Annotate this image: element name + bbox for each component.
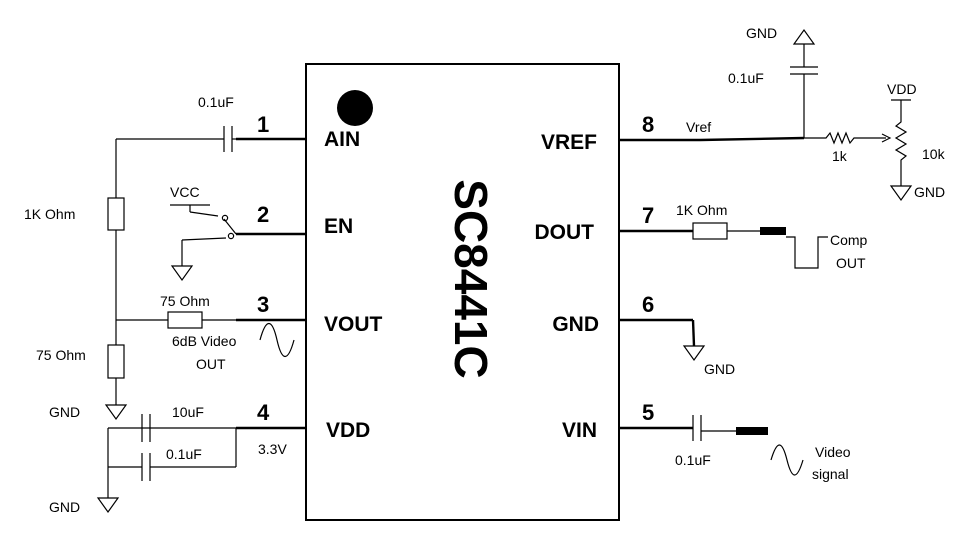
comp-out-label-line2: OUT [836,255,866,271]
pin1-number: 1 [257,112,269,137]
ground-icon [170,265,194,282]
potentiometer-10k [894,100,908,186]
pin8-name: VREF [541,131,597,154]
pin7-number: 7 [642,203,654,228]
resistor-75-shunt [107,344,125,379]
switch-gnd-throw [181,237,227,241]
sine-wave-icon [259,322,295,358]
cap-10u-label: 10uF [172,404,204,420]
pin4-name: VDD [326,419,370,442]
ground-icon [682,345,706,362]
pin6-ground-wire [691,319,696,347]
vin-coupling-capacitor [692,415,702,441]
cap-01u-vdd-label: 0.1uF [166,446,202,462]
ground-icon [792,28,816,45]
r-75-shunt-label: 75 Ohm [36,347,86,363]
ain-cap-label: 0.1uF [198,94,234,110]
wiper-arrow-icon [881,133,892,143]
r-75-series-label: 75 Ohm [160,293,210,309]
capacitor-0.1uf-vdd [141,453,151,481]
resistor-1k-vref [804,131,886,145]
video-out-label-line2: OUT [196,356,226,372]
pin6-name: GND [552,313,599,336]
vref-net-wire [699,136,805,142]
ground-icon [104,404,128,421]
pin5-number: 5 [642,400,654,425]
comp-out-label-line1: Comp [830,232,868,248]
ground-icon [889,185,913,202]
ground-icon [96,497,120,514]
vref-net-label: Vref [686,119,711,135]
dout-terminal [760,227,786,235]
r-1k-dout-label: 1K Ohm [676,202,727,218]
pin2-name: EN [324,215,353,238]
pot-10k-label: 10k [922,146,946,162]
pin2-number: 2 [257,202,269,227]
video-signal-label-line1: Video [815,444,851,460]
vdd-supply-label: 3.3V [258,441,287,457]
video-signal-label-line2: signal [812,466,849,482]
vcc-throw-contact [189,211,219,217]
gnd-top-right-label: GND [746,25,777,41]
gnd-left-mid-label: GND [49,404,80,420]
vcc-label: VCC [170,184,200,200]
ic-body [305,63,620,521]
resistor-1k-left [107,197,125,231]
resistor-75-series [167,311,203,329]
switch-arm [223,218,237,235]
video-out-label-line1: 6dB Video [172,333,237,349]
pin1-name: AIN [324,128,360,151]
gnd-left-bottom-label: GND [49,499,80,515]
pin3-number: 3 [257,292,269,317]
vin-cap-label: 0.1uF [675,452,711,468]
resistor-1k-dout [692,222,728,240]
pin3-name: VOUT [324,313,383,336]
pin6-number: 6 [642,292,654,317]
ain-coupling-capacitor [116,126,236,152]
switch-pole [227,232,235,240]
gnd-pin6-label: GND [704,361,735,377]
pin1-marker [337,90,373,126]
r-1k-vref-label: 1k [832,148,848,164]
pin7-name: DOUT [535,221,595,244]
capacitor-10uf [141,414,151,442]
square-pulse-icon [786,236,828,269]
part-number: SC8441C [445,179,497,378]
pin4-number: 4 [257,400,270,425]
vref-cap-label: 0.1uF [728,70,764,86]
r-1k-left-label: 1K Ohm [24,206,75,222]
vref-capacitor [790,66,818,75]
pin8-number: 8 [642,112,654,137]
sine-wave-icon [770,444,804,476]
vin-terminal [736,427,768,435]
gnd-pot-label: GND [914,184,945,200]
vdd-pot-label: VDD [887,81,917,97]
pin5-name: VIN [562,419,597,442]
